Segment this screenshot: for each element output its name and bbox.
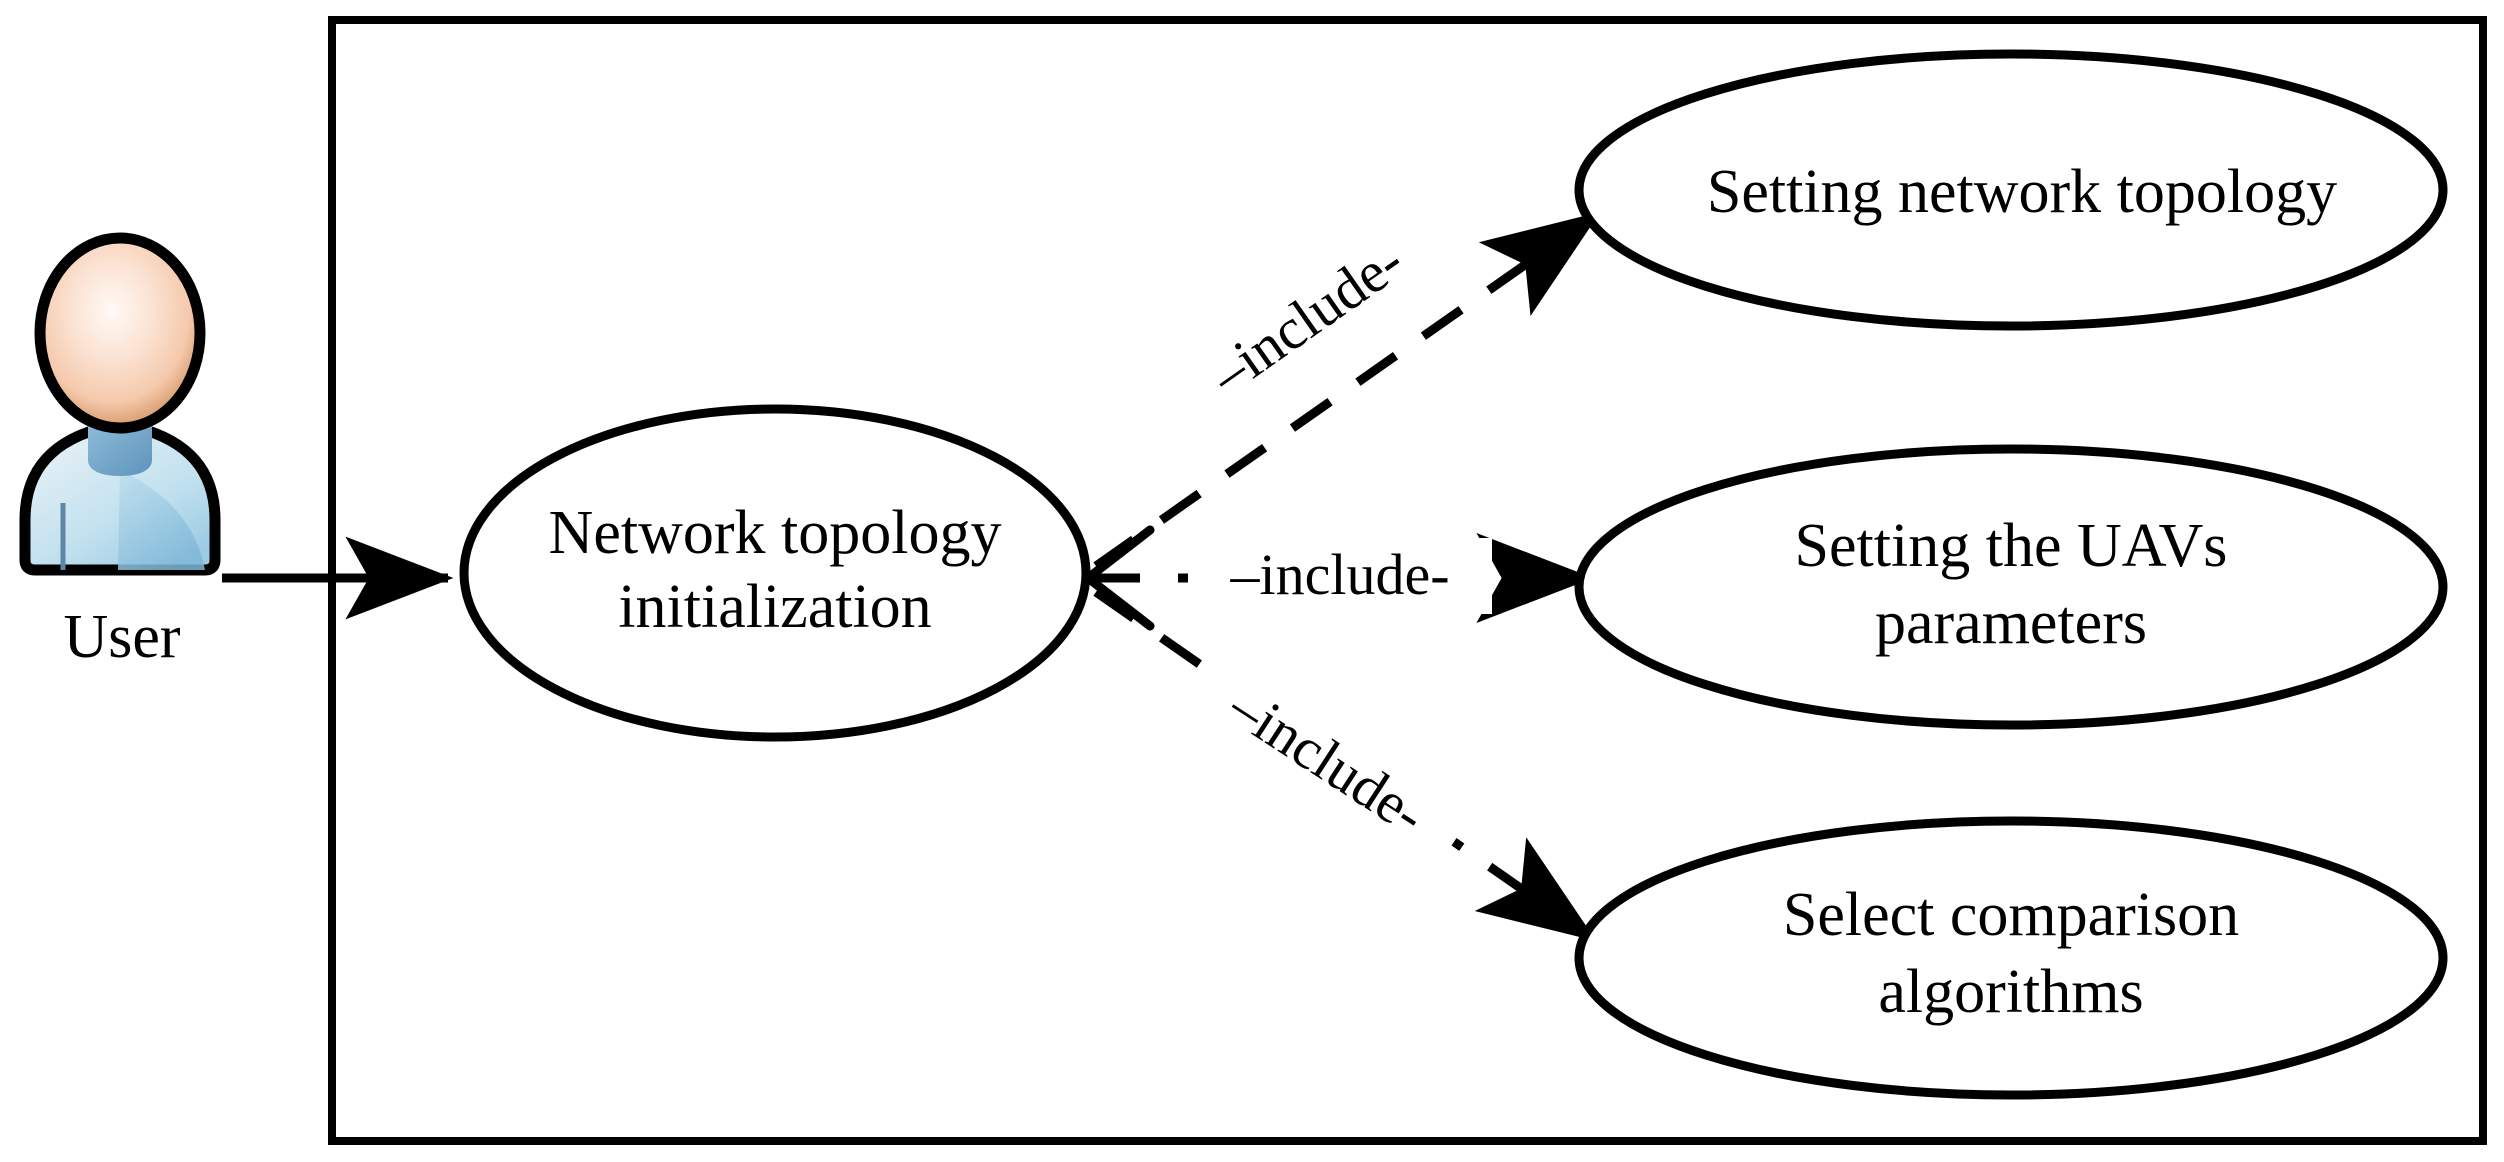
include-label-backdrop [1166,205,1451,435]
include-relation-setting-the-uavs-parameters[interactable]: –include- [1083,525,1594,631]
use-case-label-line-2: initialization [618,573,931,641]
include-label-backdrop [1188,538,1492,614]
actor-user[interactable]: User [19,232,221,671]
include-dashed-line [1093,211,1601,570]
use-case-label-line-2: parameters [1875,589,2147,657]
include-label: –include- [1198,228,1416,407]
actor-head [34,232,206,434]
use-case-label-line-1: Setting the UAVs [1795,512,2228,580]
include-relation-select-comparison-algorithms[interactable]: –include- [1093,588,1597,942]
use-case-setting-the-uavs-parameters[interactable]: Setting the UAVs parameters [1574,444,2448,730]
actor-label: User [63,603,180,671]
use-case-ellipse [1574,816,2448,1100]
use-case-ellipse [459,404,1091,742]
use-case-label-line-2: algorithms [1878,958,2143,1026]
actor-body-shading [118,470,205,570]
include-dashed-line [1093,588,1597,942]
include-label: –include- [1218,673,1438,847]
use-case-ellipse [1574,49,2448,331]
include-label: –include- [1229,542,1449,607]
use-case-select-comparison-algorithms[interactable]: Select comparison algorithms [1574,816,2448,1100]
use-case-label-line-1: Select comparison [1783,881,2239,949]
use-case-setting-network-topology[interactable]: Setting network topology [1574,49,2448,331]
actor-collar [88,424,152,476]
include-label-backdrop [1180,649,1473,876]
use-case-label-line-1: Setting network topology [1707,158,2337,226]
include-relation-setting-network-topology[interactable]: –include- [1093,205,1601,570]
use-case-network-topology-initialization[interactable]: Network topology initialization [459,404,1091,742]
use-case-ellipse [1574,444,2448,730]
use-case-label-line-1: Network topology [549,499,1002,567]
